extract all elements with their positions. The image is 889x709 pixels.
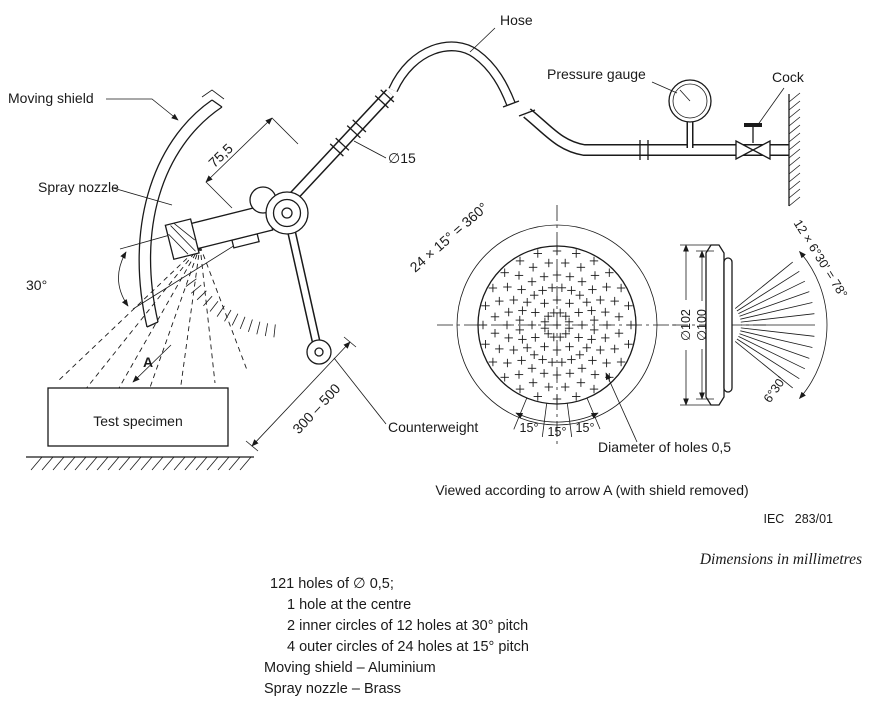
view-caption: Viewed according to arrow A (with shield… (435, 482, 748, 498)
test-specimen-label: Test specimen (93, 413, 182, 429)
tilt-angle-label: 30° (26, 277, 47, 293)
counterweight-group (283, 215, 332, 365)
hole-diameter-label: Diameter of holes 0,5 (598, 439, 731, 455)
spray-nozzle-assembly (164, 186, 309, 338)
moving-shield-group (138, 89, 225, 328)
cock-valve (735, 123, 771, 161)
face-circle (477, 245, 637, 405)
nozzle-arm-pipe (287, 89, 395, 202)
face-outer-circle (456, 224, 658, 426)
spray-nozzle-label: Spray nozzle (38, 179, 119, 195)
shield-top-tab (201, 89, 225, 100)
cock-label: Cock (772, 69, 805, 85)
hose-end-cap (502, 100, 520, 108)
arrow-a-group: A (132, 344, 172, 383)
wall-hatch (788, 92, 801, 207)
captions: Viewed according to arrow A (with shield… (435, 482, 862, 568)
gauge-needle (679, 89, 691, 102)
note-line-4: 4 outer circles of 24 holes at 15° pitch (287, 639, 529, 655)
pitch-label-2: 15° (548, 425, 567, 439)
profile-cap (723, 257, 733, 393)
profile-view: ∅102 ∅100 12 × 6°30' = 78° 6°30' (672, 217, 850, 406)
distance-range-label: 300 – 500 (289, 380, 343, 437)
arm-flanges (329, 89, 395, 157)
note-line-1: 121 holes of ∅ 0,5; (270, 576, 394, 592)
part-labels: Hose Pressure gauge Cock Moving shield S… (8, 12, 805, 435)
test-specimen-group: Test specimen (26, 387, 254, 471)
pressure-gauge-label: Pressure gauge (547, 66, 646, 82)
dia102-label: ∅102 (679, 309, 693, 341)
note-line-5: Moving shield – Aluminium (264, 660, 436, 676)
pitch-15-dims: 15° 15° 15° (513, 397, 601, 439)
nozzle-holes (478, 246, 636, 404)
dimension-dia102: ∅102 (679, 244, 714, 406)
note-line-6: Spray nozzle – Brass (264, 681, 401, 697)
hose-label: Hose (500, 12, 533, 28)
test-specimen-box (47, 387, 229, 447)
arm-length-label: 75,5 (205, 140, 236, 171)
fan-lines (734, 261, 815, 389)
note-line-3: 2 inner circles of 12 holes at 30° pitch (287, 618, 528, 634)
fan-total-label: 12 × 6°30' = 78° (791, 217, 850, 300)
pressure-gauge (668, 79, 712, 148)
ground-hatch (30, 456, 252, 471)
fan-dimension-arc (799, 250, 828, 400)
units-note: Dimensions in millimetres (699, 551, 862, 568)
pipe-diameter-label: ∅15 (388, 150, 416, 166)
pitch-label-1: 15° (576, 421, 595, 435)
counterweight-label: Counterweight (388, 419, 478, 435)
sector-ticks (185, 278, 276, 338)
moving-shield-label: Moving shield (8, 90, 94, 106)
dimension-300-500: 300 – 500 (245, 336, 357, 452)
arrow-a-label: A (143, 354, 153, 370)
dimension-dia100: ∅100 (695, 250, 714, 400)
iec-reference: IEC 283/01 (764, 512, 834, 526)
wall (788, 92, 801, 207)
spray-lines (56, 245, 248, 397)
hose-group (388, 41, 520, 108)
fan-step-label: 6°30' (761, 374, 789, 405)
supply-pipe-group (518, 79, 801, 207)
notes-block: 121 holes of ∅ 0,5; 1 hole at the centre… (264, 576, 529, 697)
pipe-end-cap (518, 109, 536, 117)
pitch-label-3: 15° (520, 421, 539, 435)
dia100-label: ∅100 (695, 309, 709, 341)
pipe-diameter: ∅15 (353, 140, 416, 166)
note-line-2: 1 hole at the centre (287, 597, 411, 613)
